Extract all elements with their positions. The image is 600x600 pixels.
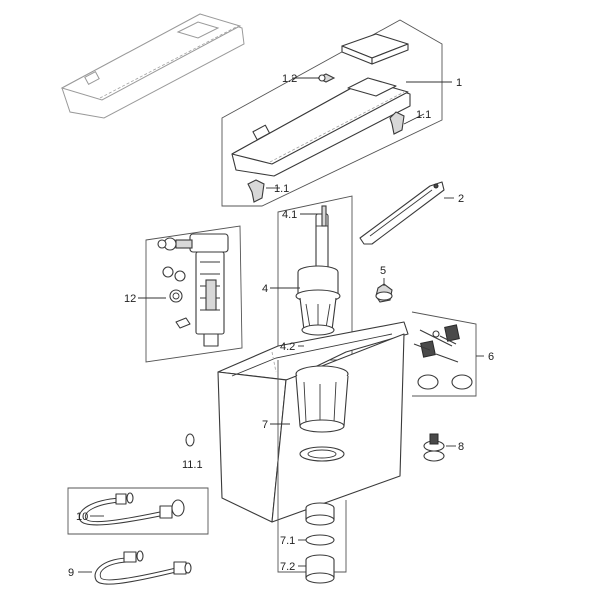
callout-9: 9 (68, 567, 74, 579)
sleeve-7-2 (305, 534, 335, 584)
clip-1-2 (316, 73, 336, 83)
callout-10: 10 (76, 511, 88, 523)
frame-part-10 (67, 487, 209, 535)
frame-part-6 (411, 311, 477, 397)
o-ring-11-1 (185, 433, 195, 447)
lever-2 (359, 181, 445, 245)
rod-4-1 (315, 205, 329, 271)
adjusting-screw-8 (423, 433, 445, 462)
hose-10 (78, 492, 185, 526)
cover-plate (231, 77, 411, 177)
callout-11-1: 11.1 (182, 459, 203, 471)
frame-part-12 (145, 225, 243, 363)
ring-7-1 (305, 502, 335, 526)
ghost-cover (60, 13, 245, 119)
callout-12: 12 (124, 293, 136, 305)
callout-4-1: 4.1 (282, 209, 297, 221)
lid-insert (341, 33, 409, 65)
fill-valve-12 (157, 233, 229, 347)
callout-1: 1 (456, 77, 462, 89)
bracket-1-1-left (247, 179, 265, 203)
frame-part-1 (221, 19, 443, 207)
callout-7-1: 7.1 (280, 535, 295, 547)
callout-7-2: 7.2 (280, 561, 295, 573)
callout-4: 4 (262, 283, 268, 295)
callout-7: 7 (262, 419, 268, 431)
callout-2: 2 (458, 193, 464, 205)
stopper-5 (375, 283, 393, 303)
callout-labels: 1 1.1 1.1 1.2 2 4.1 4 4.2 5 6 7 7.1 7.2 … (68, 73, 494, 579)
callout-6: 6 (488, 351, 494, 363)
bracket-1-1-right (389, 111, 405, 135)
callout-8: 8 (458, 441, 464, 453)
callout-1-2: 1.2 (282, 73, 297, 85)
callout-1-1-right: 1.1 (416, 109, 431, 121)
hose-9 (94, 550, 192, 585)
callout-5: 5 (380, 265, 386, 277)
mounting-kit-6 (413, 324, 473, 390)
callout-1-1-left: 1.1 (274, 183, 289, 195)
callout-4-2: 4.2 (280, 341, 295, 353)
cage-assembly (295, 365, 349, 462)
flush-valve-4 (295, 265, 341, 336)
leader-lines (78, 77, 484, 573)
